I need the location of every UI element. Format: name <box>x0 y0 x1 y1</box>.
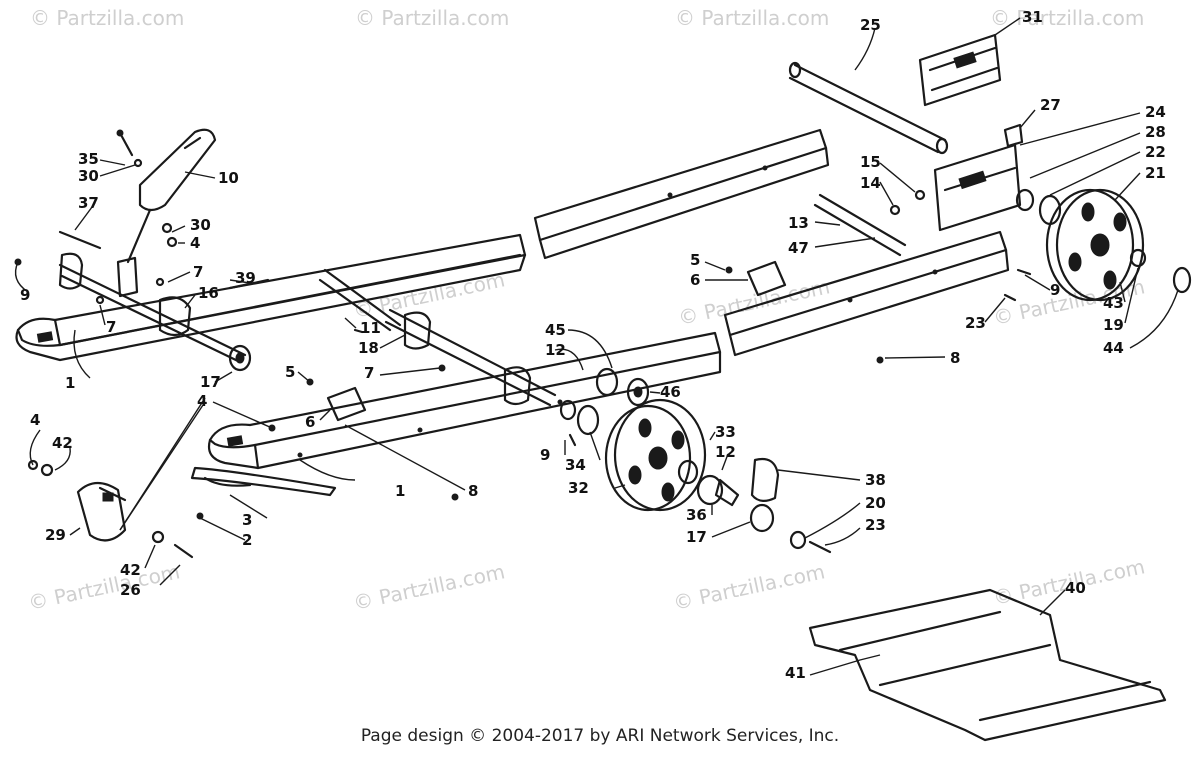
callout-37[interactable]: 37 <box>78 194 99 212</box>
rail-upper-middle <box>533 128 830 260</box>
callout-3[interactable]: 3 <box>242 511 252 529</box>
callout-39[interactable]: 39 <box>235 269 256 287</box>
bumper <box>76 481 127 542</box>
page-footer: Page design © 2004-2017 by ARI Network S… <box>360 726 840 746</box>
callout-34[interactable]: 34 <box>565 456 586 474</box>
block-6 <box>326 260 787 422</box>
callout-1[interactable]: 1 <box>395 482 405 500</box>
bracket-31 <box>918 33 1002 107</box>
callout-47[interactable]: 47 <box>788 239 809 257</box>
callout-41[interactable]: 41 <box>785 664 806 682</box>
watermark: © Partzilla.com <box>355 6 509 30</box>
callout-5[interactable]: 5 <box>285 363 295 381</box>
callout-labels: 35 30 10 37 30 4 7 39 9 16 7 11 18 17 1 … <box>20 8 1166 682</box>
callout-24[interactable]: 24 <box>1145 103 1166 121</box>
callout-4[interactable]: 4 <box>197 392 207 410</box>
watermark: © Partzilla.com <box>30 6 184 30</box>
callout-17[interactable]: 17 <box>686 528 707 546</box>
callout-5[interactable]: 5 <box>690 251 700 269</box>
callout-19[interactable]: 19 <box>1103 316 1124 334</box>
leader-lines <box>14 17 1179 676</box>
callout-4[interactable]: 4 <box>30 411 40 429</box>
callout-32[interactable]: 32 <box>568 479 589 497</box>
callout-23[interactable]: 23 <box>865 516 886 534</box>
callout-17[interactable]: 17 <box>200 373 221 391</box>
idler-bolt <box>813 193 907 257</box>
callout-6[interactable]: 6 <box>690 271 700 289</box>
callout-7[interactable]: 7 <box>364 364 374 382</box>
callout-7[interactable]: 7 <box>106 318 116 336</box>
callout-10[interactable]: 10 <box>218 169 239 187</box>
wear-strip <box>190 466 337 497</box>
small-wheel-stack <box>677 457 832 554</box>
callout-36[interactable]: 36 <box>686 506 707 524</box>
callout-8[interactable]: 8 <box>468 482 478 500</box>
callout-22[interactable]: 22 <box>1145 143 1166 161</box>
callout-4[interactable]: 4 <box>190 234 200 252</box>
front-idler-wheel <box>559 367 707 512</box>
callout-12[interactable]: 12 <box>545 341 566 359</box>
callout-13[interactable]: 13 <box>788 214 809 232</box>
callout-7[interactable]: 7 <box>193 263 203 281</box>
watermark: © Partzilla.com <box>351 559 507 615</box>
callout-9[interactable]: 9 <box>20 286 30 304</box>
callout-43[interactable]: 43 <box>1103 294 1124 312</box>
callout-45[interactable]: 45 <box>545 321 566 339</box>
rail-upper-left <box>15 233 527 362</box>
callout-46[interactable]: 46 <box>660 383 681 401</box>
callout-23[interactable]: 23 <box>965 314 986 332</box>
rail-lower-rear <box>723 230 1010 357</box>
callout-28[interactable]: 28 <box>1145 123 1166 141</box>
callout-6[interactable]: 6 <box>305 413 315 431</box>
callout-38[interactable]: 38 <box>865 471 886 489</box>
watermarks: © Partzilla.com © Partzilla.com © Partzi… <box>26 6 1147 615</box>
watermark: © Partzilla.com <box>671 559 827 615</box>
callout-9[interactable]: 9 <box>540 446 550 464</box>
callout-9[interactable]: 9 <box>1050 281 1060 299</box>
fasteners <box>14 129 1032 559</box>
callout-44[interactable]: 44 <box>1103 339 1124 357</box>
callout-1[interactable]: 1 <box>65 374 75 392</box>
rear-axle <box>788 61 949 155</box>
watermark: © Partzilla.com <box>990 6 1144 30</box>
callout-26[interactable]: 26 <box>120 581 141 599</box>
callout-29[interactable]: 29 <box>45 526 66 544</box>
bracket-24 <box>933 123 1024 232</box>
callout-30[interactable]: 30 <box>78 167 99 185</box>
callout-21[interactable]: 21 <box>1145 164 1166 182</box>
callout-8[interactable]: 8 <box>950 349 960 367</box>
callout-42[interactable]: 42 <box>120 561 141 579</box>
callout-14[interactable]: 14 <box>860 174 881 192</box>
callout-2[interactable]: 2 <box>242 531 252 549</box>
callout-35[interactable]: 35 <box>78 150 99 168</box>
rail-lower <box>207 331 722 470</box>
callout-33[interactable]: 33 <box>715 423 736 441</box>
callout-15[interactable]: 15 <box>860 153 881 171</box>
watermark: © Partzilla.com <box>26 559 182 615</box>
callout-25[interactable]: 25 <box>860 16 881 34</box>
rear-idler-wheel <box>1015 188 1192 302</box>
callout-27[interactable]: 27 <box>1040 96 1061 114</box>
track <box>808 588 1167 742</box>
callout-30[interactable]: 30 <box>190 216 211 234</box>
callout-20[interactable]: 20 <box>865 494 886 512</box>
callout-31[interactable]: 31 <box>1022 8 1043 26</box>
callout-12[interactable]: 12 <box>715 443 736 461</box>
callout-11[interactable]: 11 <box>360 319 381 337</box>
rear-cross-shaft <box>318 268 557 407</box>
callout-18[interactable]: 18 <box>358 339 379 357</box>
watermark: © Partzilla.com <box>351 267 507 323</box>
watermark: © Partzilla.com <box>675 6 829 30</box>
front-cross-shaft <box>58 252 252 372</box>
callout-42[interactable]: 42 <box>52 434 73 452</box>
callout-16[interactable]: 16 <box>198 284 219 302</box>
callout-40[interactable]: 40 <box>1065 579 1086 597</box>
